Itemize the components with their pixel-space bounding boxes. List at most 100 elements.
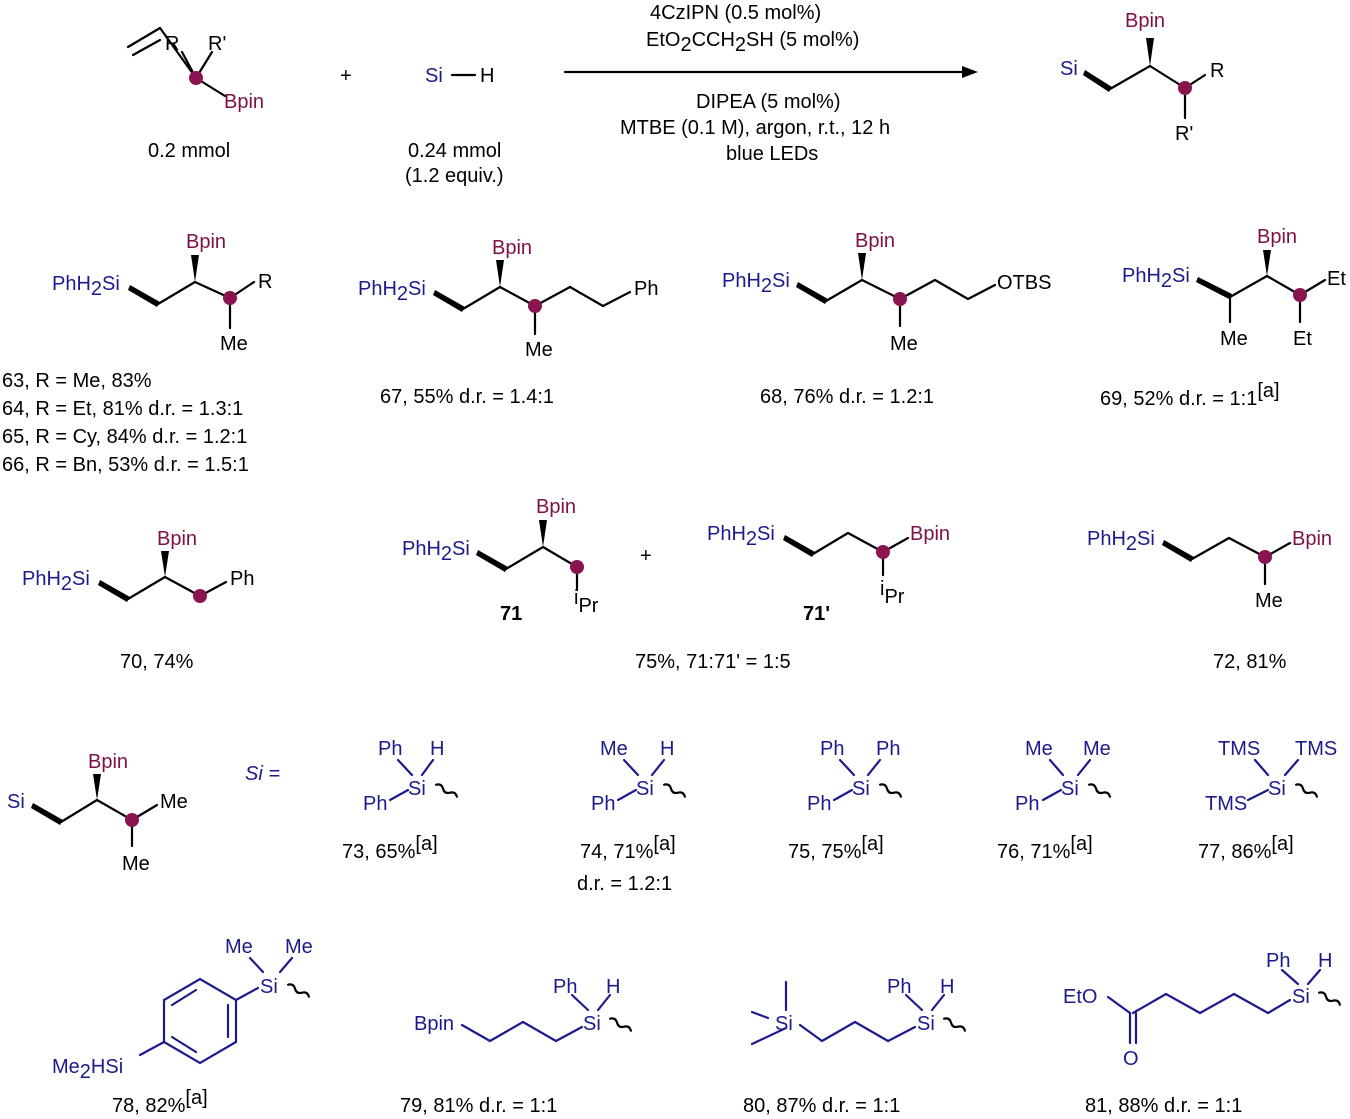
general-product: Si Bpin R R' xyxy=(1060,10,1224,145)
svg-text:Si: Si xyxy=(917,1013,935,1035)
product-68: PhH2Si Bpin OTBS Me 68, 76% d.r. = 1.2:1 xyxy=(722,230,1051,408)
label-72: 72, 81% xyxy=(1213,651,1287,673)
label-75: 75, 75%[a] xyxy=(788,833,884,863)
starting-material-silane: Si H 0.24 mmol (1.2 equiv.) xyxy=(405,65,504,187)
svg-text:Et: Et xyxy=(1327,268,1346,290)
label-66: 66, R = Bn, 53% d.r. = 1.5:1 xyxy=(2,454,249,476)
svg-text:R: R xyxy=(1210,60,1224,82)
svg-text:Bpin: Bpin xyxy=(1257,226,1297,248)
svg-text:Me: Me xyxy=(600,738,628,760)
svg-text:Bpin: Bpin xyxy=(414,1013,454,1035)
svg-text:H: H xyxy=(940,976,954,998)
svg-text:Ph: Ph xyxy=(230,568,254,590)
svg-text:Bpin: Bpin xyxy=(492,237,532,259)
silyl-77: TMS TMS Si TMS 77, 86%[a] xyxy=(1198,738,1337,863)
general-silyl-product: Si Bpin Me Me xyxy=(7,751,188,875)
si-definition: Si = xyxy=(245,763,280,785)
svg-text:TMS: TMS xyxy=(1295,738,1337,760)
svg-text:Si: Si xyxy=(1268,778,1286,800)
svg-text:Me2HSi: Me2HSi xyxy=(52,1056,123,1083)
svg-text:Me: Me xyxy=(225,936,253,958)
label-63: 63, R = Me, 83% xyxy=(2,370,152,392)
reagent-thiol: EtO2CCH2SH (5 mol%) xyxy=(646,29,859,56)
svg-text:PhH2Si: PhH2Si xyxy=(358,278,426,305)
svg-text:TMS: TMS xyxy=(1205,793,1247,815)
label-73: 73, 65%[a] xyxy=(342,833,438,863)
label-65: 65, R = Cy, 84% d.r. = 1.2:1 xyxy=(2,426,247,448)
svg-text:Ph: Ph xyxy=(1015,793,1039,815)
svg-text:Si: Si xyxy=(408,778,426,800)
svg-text:Ph: Ph xyxy=(378,738,402,760)
svg-text:H: H xyxy=(606,976,620,998)
svg-text:Me: Me xyxy=(1255,590,1283,612)
svg-text:Ph: Ph xyxy=(553,976,577,998)
svg-text:Bpin: Bpin xyxy=(536,496,576,518)
label-74: 74, 71%[a] xyxy=(580,833,676,863)
svg-text:Ph: Ph xyxy=(876,738,900,760)
product-70: PhH2Si Bpin Ph 70, 74% xyxy=(22,528,254,673)
starting-material-allyl-boronate: R R' Bpin 0.2 mmol xyxy=(126,26,264,162)
svg-text:Si: Si xyxy=(260,976,278,998)
svg-text:Bpin: Bpin xyxy=(1292,528,1332,550)
svg-text:Bpin: Bpin xyxy=(157,528,197,550)
svg-text:Me: Me xyxy=(285,936,313,958)
svg-text:Me: Me xyxy=(220,333,248,355)
label-77: 77, 86%[a] xyxy=(1198,833,1294,863)
svg-text:Si: Si xyxy=(775,1013,793,1035)
product-71-prime: PhH2Si Bpin iPr 71' xyxy=(707,523,950,625)
label-64: 64, R = Et, 81% d.r. = 1.3:1 xyxy=(2,398,243,420)
label-78: 78, 82%[a] xyxy=(112,1087,208,1117)
condition-solvent: MTBE (0.1 M), argon, r.t., 12 h xyxy=(620,117,890,139)
silyl-81: EtO O Si Ph H 81, 88% d.r. = 1:1 xyxy=(1063,950,1341,1117)
silyl-78: Me Me Si Me2HSi 78, 82%[a] xyxy=(52,936,313,1117)
svg-text:Me: Me xyxy=(1083,738,1111,760)
reaction-arrow xyxy=(563,66,978,78)
svg-text:OTBS: OTBS xyxy=(997,272,1051,294)
silyl-76: Me Me Si Ph 76, 71%[a] xyxy=(997,738,1111,863)
svg-text:Ph: Ph xyxy=(1266,950,1290,972)
svg-text:EtO: EtO xyxy=(1063,986,1097,1008)
reagent-photocatalyst: 4CzIPN (0.5 mol%) xyxy=(650,2,821,24)
svg-text:O: O xyxy=(1123,1048,1139,1070)
svg-text:Me: Me xyxy=(160,791,188,813)
svg-text:H: H xyxy=(1318,950,1332,972)
label-81: 81, 88% d.r. = 1:1 xyxy=(1085,1095,1242,1117)
sm1-amount: 0.2 mmol xyxy=(148,140,230,162)
atom-Si: Si xyxy=(425,65,443,87)
atom-R-prime: R' xyxy=(208,33,226,55)
condition-base: DIPEA (5 mol%) xyxy=(696,91,840,113)
silyl-75: Ph Ph Si Ph 75, 75%[a] xyxy=(788,738,902,863)
svg-text:Me: Me xyxy=(1220,328,1248,350)
svg-text:Si: Si xyxy=(1292,986,1310,1008)
svg-text:Me: Me xyxy=(1025,738,1053,760)
svg-text:Bpin: Bpin xyxy=(186,231,226,253)
svg-text:PhH2Si: PhH2Si xyxy=(722,270,790,297)
svg-text:Me: Me xyxy=(525,339,553,361)
svg-text:71: 71 xyxy=(500,603,522,625)
svg-text:Ph: Ph xyxy=(363,793,387,815)
svg-text:Ph: Ph xyxy=(820,738,844,760)
silyl-74: Me H Si Ph 74, 71%[a] d.r. = 1.2:1 xyxy=(577,738,686,895)
atom-H: H xyxy=(480,65,494,87)
svg-text:PhH2Si: PhH2Si xyxy=(1122,265,1190,292)
svg-text:PhH2Si: PhH2Si xyxy=(52,273,120,300)
svg-text:Et: Et xyxy=(1293,328,1312,350)
label-80: 80, 87% d.r. = 1:1 xyxy=(743,1095,900,1117)
svg-text:R: R xyxy=(258,271,272,293)
silyl-80: Si Si Ph H 80, 87% d.r. = 1:1 xyxy=(743,976,966,1117)
label-79: 79, 81% d.r. = 1:1 xyxy=(400,1095,557,1117)
svg-text:Bpin: Bpin xyxy=(1125,10,1165,32)
svg-text:PhH2Si: PhH2Si xyxy=(22,568,90,595)
svg-text:H: H xyxy=(660,738,674,760)
product-67: PhH2Si Bpin Ph Me 67, 55% d.r. = 1.4:1 xyxy=(358,237,658,408)
atom-Bpin: Bpin xyxy=(224,91,264,113)
plus-sign: + xyxy=(340,65,352,87)
label-68: 68, 76% d.r. = 1.2:1 xyxy=(760,386,934,408)
label-71-ratio: 75%, 71:71' = 1:5 xyxy=(635,651,791,673)
label-69: 69, 52% d.r. = 1:1[a] xyxy=(1100,380,1280,410)
svg-text:Ph: Ph xyxy=(591,793,615,815)
sm2-equiv: (1.2 equiv.) xyxy=(405,165,504,187)
svg-text:PhH2Si: PhH2Si xyxy=(402,538,470,565)
product-69: PhH2Si Bpin Et Me Et 69, 52% d.r. = 1:1[… xyxy=(1100,226,1346,410)
